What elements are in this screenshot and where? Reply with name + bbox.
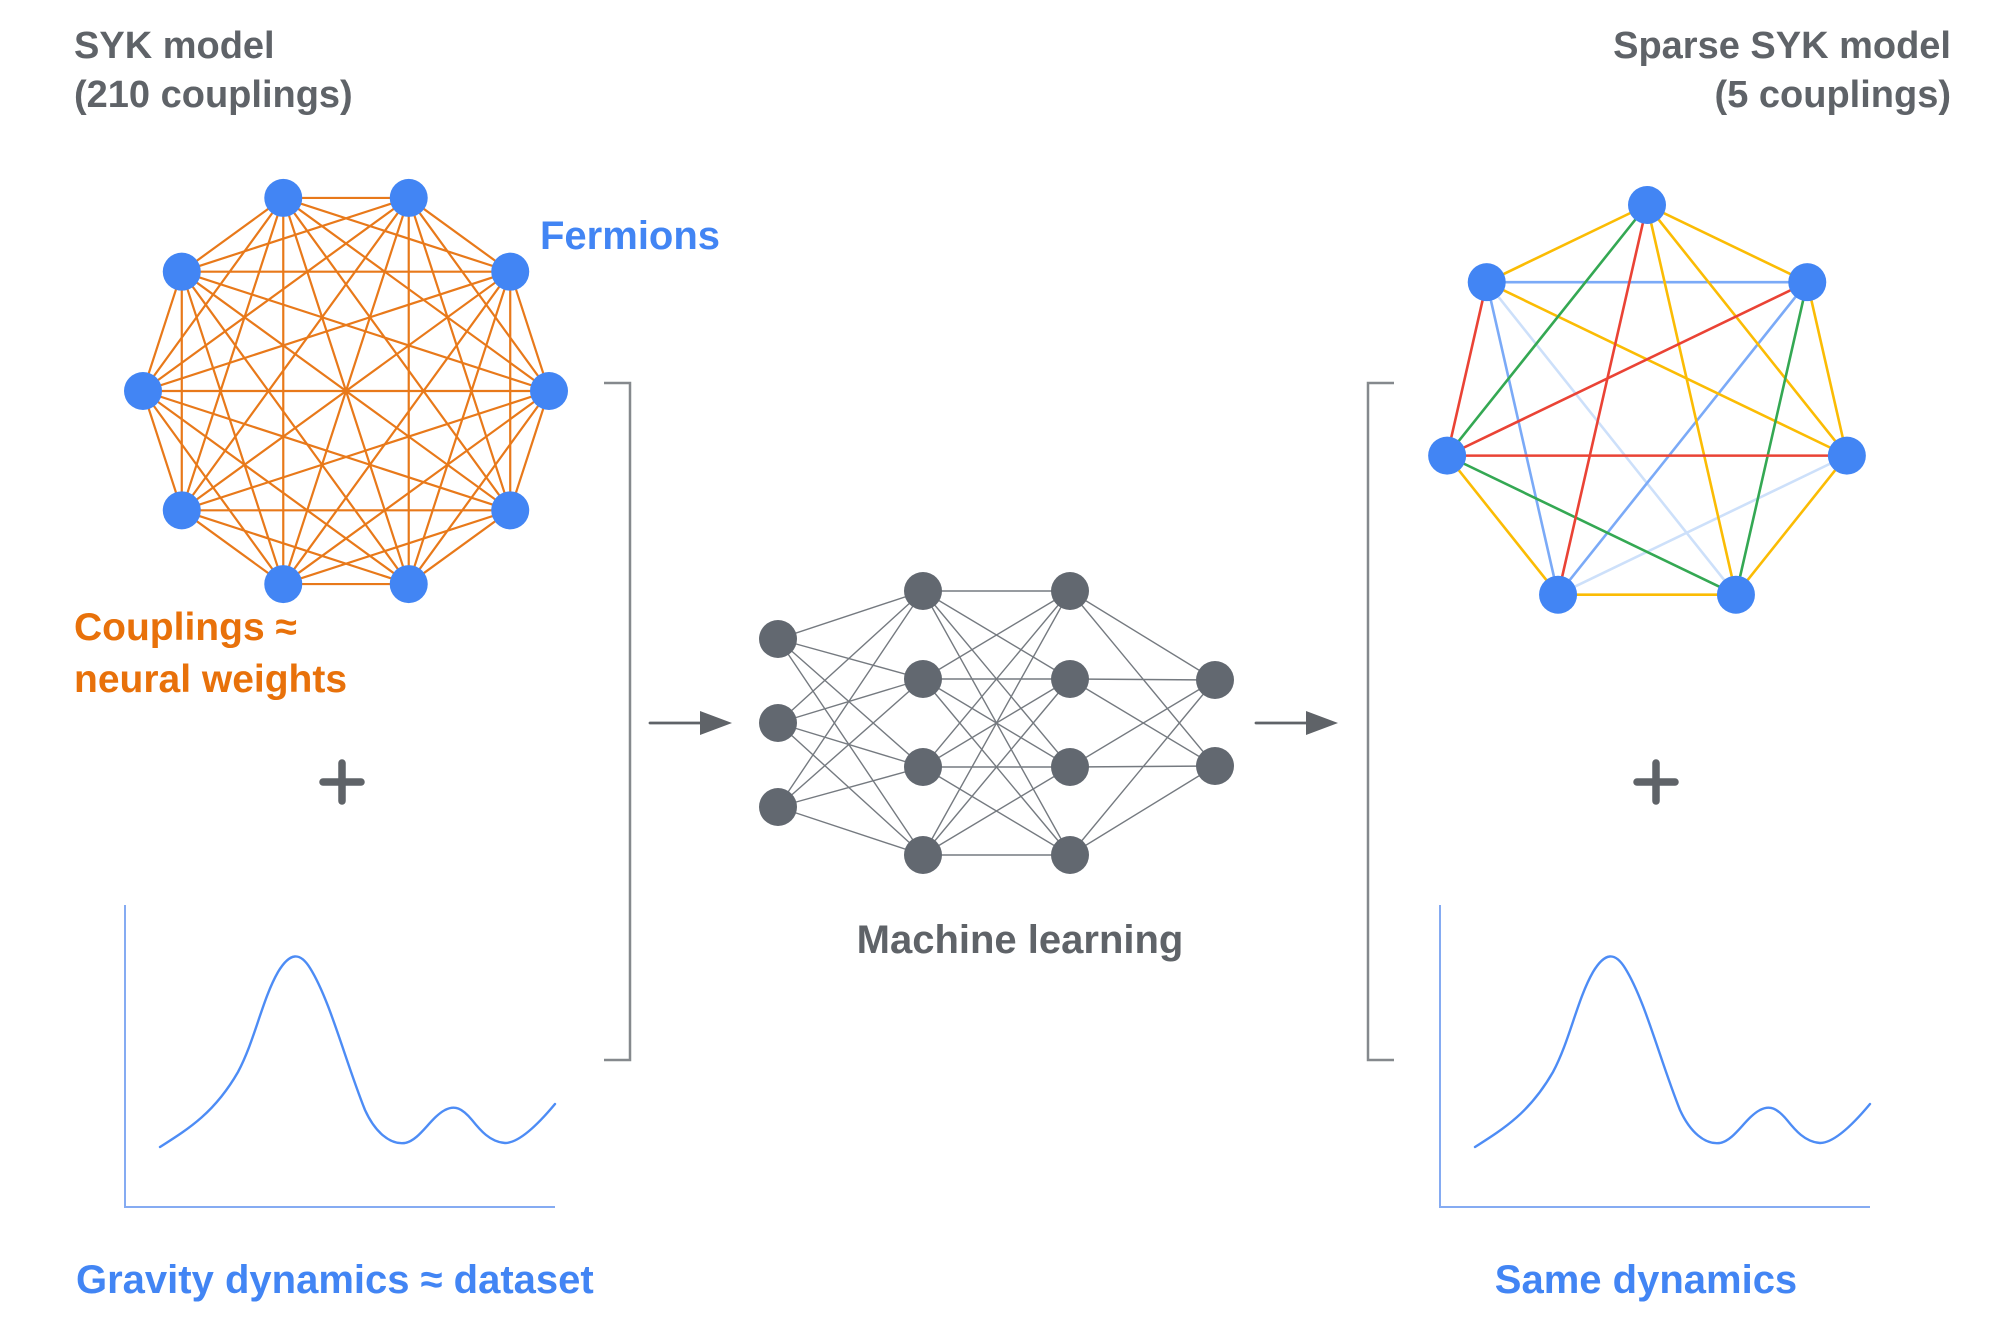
gravity-dynamics-plot (124, 905, 557, 1208)
arrow-out-of-network (1254, 711, 1338, 735)
neural-network (759, 572, 1234, 874)
same-dynamics-caption: Same dynamics (1494, 1258, 1798, 1302)
right-title-line1: Sparse SYK model (1613, 25, 1951, 67)
couplings-label: Couplings ≈ neural weights (74, 602, 347, 706)
same-dynamics-plot (1439, 905, 1872, 1208)
left-bracket (604, 381, 632, 1062)
right-bracket (1366, 381, 1394, 1062)
right-title-line2: (5 couplings) (1714, 74, 1951, 116)
fermions-label: Fermions (540, 214, 721, 258)
arrow-into-network (648, 711, 732, 735)
sparse-syk-graph (1428, 186, 1866, 614)
couplings-label-line1: Couplings ≈ (74, 606, 297, 649)
gravity-dynamics-caption: Gravity dynamics ≈ dataset (76, 1258, 594, 1302)
plus-icon-right (1633, 759, 1679, 805)
left-title-line1: SYK model (74, 25, 275, 67)
plus-icon-left (319, 759, 365, 805)
right-title: Sparse SYK model (5 couplings) (1613, 22, 1951, 120)
machine-learning-caption: Machine learning (856, 918, 1184, 962)
left-title: SYK model (210 couplings) (74, 22, 353, 120)
couplings-label-line2: neural weights (74, 658, 348, 701)
left-title-line2: (210 couplings) (74, 74, 353, 116)
syk-graph (124, 178, 568, 604)
